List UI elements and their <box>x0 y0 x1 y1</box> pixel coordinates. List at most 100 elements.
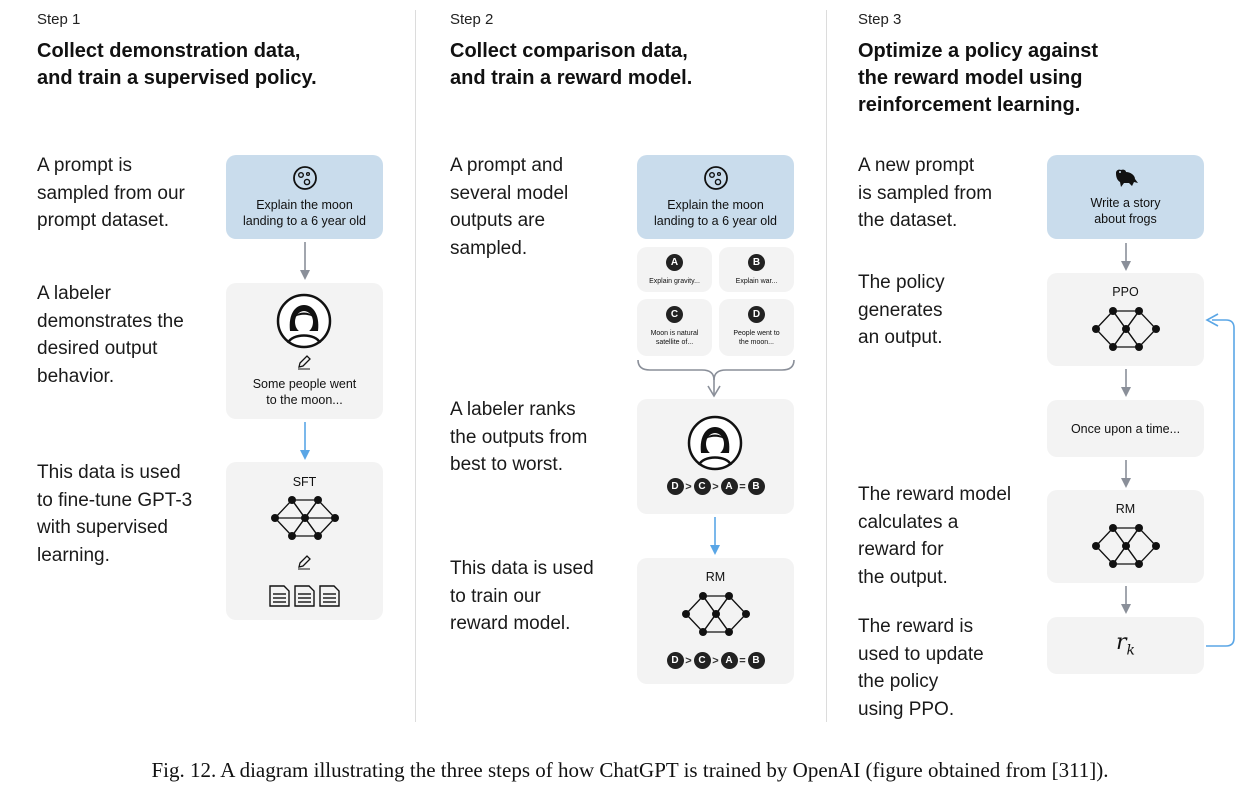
text-line: learning. <box>37 544 110 566</box>
text-line: with supervised <box>37 517 168 538</box>
output-letter-d: D <box>748 306 765 324</box>
text-line: A labeler <box>37 283 111 304</box>
step3-rm-card: RM <box>1047 490 1204 583</box>
step3-heading-line1: Optimize a policy against <box>858 40 1099 62</box>
output-text-b: Explain war... <box>735 278 778 285</box>
step1-sft-card: SFT <box>226 462 383 620</box>
output-letter-c: C <box>666 306 683 324</box>
step2-text-train: This data is used to train our reward mo… <box>450 555 594 638</box>
text-line: several model <box>450 182 569 204</box>
rank-operator: > <box>712 480 719 493</box>
step3-output-card: Once upon a time... <box>1047 400 1204 457</box>
output-line: People went to <box>733 330 780 337</box>
step3-text-reward-model: The reward model calculates a reward for… <box>858 481 1011 591</box>
demo-line: to the moon... <box>266 393 343 407</box>
output-card-c: C Moon is natural satellite of... <box>637 299 712 356</box>
step2-label: Step 2 <box>450 11 494 28</box>
step1-text-finetune: This data is used to fine-tune GPT-3 wit… <box>37 459 192 569</box>
output-letter-b: B <box>748 254 765 272</box>
text-line: the outputs from <box>450 426 588 448</box>
step3-ppo-card: PPO <box>1047 273 1204 366</box>
step1-label: Step 1 <box>37 11 81 28</box>
step3-arrow-1 <box>1121 243 1131 271</box>
text-line: This data is used <box>450 558 594 579</box>
text-line: outputs are <box>450 210 546 231</box>
neural-network-icon <box>271 496 339 540</box>
step3-text-update: The reward is used to update the policy … <box>858 613 984 723</box>
output-line: Moon is natural <box>650 330 699 337</box>
text-line: desired output <box>37 338 158 359</box>
step3-arrow-3 <box>1121 460 1131 488</box>
neural-network-icon <box>1092 524 1160 568</box>
text-line: the policy <box>858 671 939 692</box>
prompt-line: about frogs <box>1094 212 1157 226</box>
outputs-bracket <box>637 359 795 398</box>
labeler-avatar-icon <box>276 293 332 349</box>
prompt-line: Write a story <box>1090 196 1161 210</box>
text-line: This data is used <box>37 462 181 483</box>
output-letter-a: A <box>666 254 683 272</box>
prompt-line: Explain the moon <box>667 198 764 212</box>
rank-operator: > <box>685 480 692 493</box>
reward-k: k <box>1126 642 1135 659</box>
neural-network-icon <box>682 592 750 636</box>
step2-heading-line2: and train a reward model. <box>450 67 693 89</box>
step1-heading-line2: and train a supervised policy. <box>37 67 317 89</box>
step1-heading: Collect demonstration data, and train a … <box>37 38 317 92</box>
text-line: sampled. <box>450 237 528 259</box>
step1-text-labeler: A labeler demonstrates the desired outpu… <box>37 280 184 390</box>
prompt-text: Explain the moon landing to a 6 year old <box>226 197 383 229</box>
step1-prompt-card: Explain the moon landing to a 6 year old <box>226 155 383 239</box>
step2-heading-line1: Collect comparison data, <box>450 40 688 62</box>
rm-label: RM <box>1115 502 1136 516</box>
prompt-text: Explain the moon landing to a 6 year old <box>637 197 794 229</box>
text-line: reward model. <box>450 613 571 634</box>
reward-r: r <box>1115 630 1127 655</box>
step1-heading-line1: Collect demonstration data, <box>37 40 301 62</box>
ppo-label: PPO <box>1112 285 1139 299</box>
step1-arrow-1 <box>300 242 310 280</box>
demo-line: Some people went <box>252 377 357 391</box>
step3-text-prompt: A new prompt is sampled from the dataset… <box>858 152 992 235</box>
step2-arrow-blue <box>710 517 720 555</box>
text-line: behavior. <box>37 365 115 387</box>
text-line: The reward is <box>858 616 974 637</box>
prompt-line: landing to a 6 year old <box>242 214 366 228</box>
text-line: The reward model <box>858 484 1012 505</box>
step1-arrow-2 <box>300 422 310 460</box>
rank-badge: D <box>666 652 684 669</box>
text-line: A prompt is <box>37 155 133 176</box>
step3-prompt-card: Write a story about frogs <box>1047 155 1204 239</box>
text-line: A new prompt <box>858 155 975 176</box>
rank-operator: = <box>739 654 746 667</box>
text-line: is sampled from <box>858 182 993 204</box>
text-line: using PPO. <box>858 698 955 720</box>
ranking-row: D>C>A=B <box>637 478 794 495</box>
output-text: Once upon a time... <box>1070 422 1181 436</box>
rank-badge: B <box>747 652 765 669</box>
step3-heading-line3: reinforcement learning. <box>858 94 1081 116</box>
column-divider-2 <box>826 10 827 722</box>
text-line: reward for <box>858 539 944 560</box>
rank-badge: A <box>720 652 738 669</box>
text-line: A labeler ranks <box>450 399 576 420</box>
step3-text-policy: The policy generates an output. <box>858 269 945 352</box>
step3-arrow-4 <box>1121 586 1131 614</box>
sft-label: SFT <box>292 475 317 489</box>
text-line: an output. <box>858 327 943 348</box>
rank-badge: A <box>720 478 738 495</box>
neural-network-icon <box>1092 307 1160 351</box>
text-line: The policy <box>858 272 945 293</box>
step3-reward-card: rk <box>1047 617 1204 674</box>
text-line: demonstrates the <box>37 310 184 332</box>
output-text-d: People went to the moon... <box>719 329 794 347</box>
output-card-a: A Explain gravity... <box>637 247 712 292</box>
step2-text-ranks: A labeler ranks the outputs from best to… <box>450 396 587 479</box>
text-line: calculates a <box>858 511 959 533</box>
output-card-d: D People went to the moon... <box>719 299 794 356</box>
text-line: best to worst. <box>450 454 563 475</box>
rank-operator: > <box>685 654 692 667</box>
rank-badge: C <box>693 478 711 495</box>
text-line: the dataset. <box>858 210 958 231</box>
step2-ranking-card: D>C>A=B <box>637 399 794 514</box>
